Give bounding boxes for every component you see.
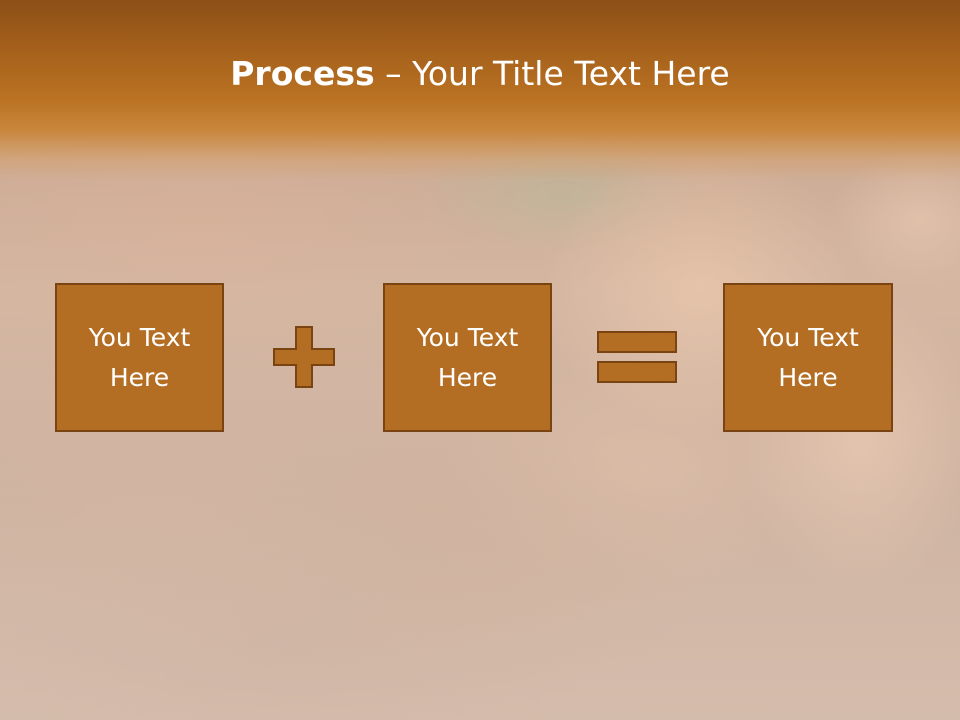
equals-icon [597,331,677,383]
process-box-2: You Text Here [383,283,552,432]
process-box-1: You Text Here [55,283,224,432]
slide-title: Process – Your Title Text Here [0,48,960,100]
process-box-3: You Text Here [723,283,893,432]
title-band [0,0,960,180]
process-box-2-label: You Text Here [416,322,519,392]
process-box-3-label: You Text Here [757,322,859,392]
slide-title-rest: – Your Title Text Here [374,54,730,93]
slide-title-bold: Process [230,54,375,93]
plus-icon [273,326,335,388]
process-box-1-label: You Text Here [88,322,191,392]
